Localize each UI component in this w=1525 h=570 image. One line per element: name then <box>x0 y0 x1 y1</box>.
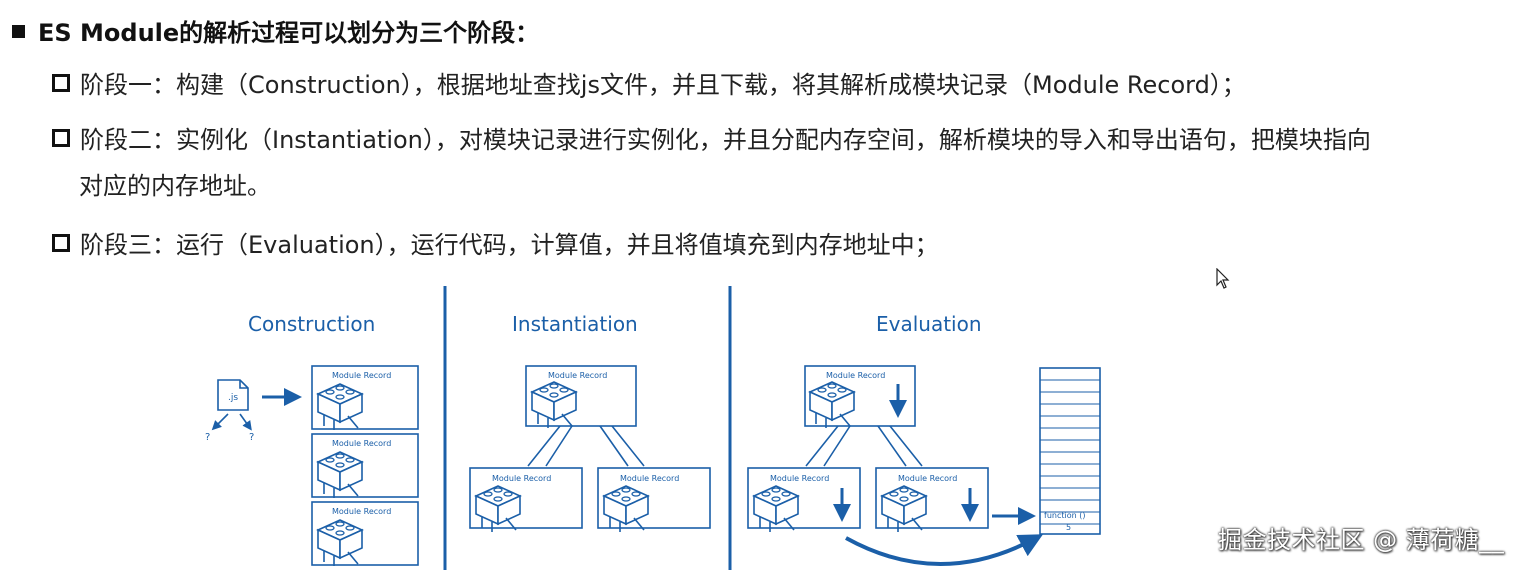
module-record-label: Module Record <box>826 371 885 380</box>
module-record-box: Module Record <box>525 365 637 429</box>
connector <box>805 425 851 467</box>
module-record-label: Module Record <box>620 474 679 483</box>
module-record-box: Module Record <box>804 365 916 429</box>
stage-text-continued: 对应的内存地址。 <box>79 172 271 200</box>
stage-text: 阶段三：运行（Evaluation），运行代码，计算值，并且将值填充到内存地址中… <box>80 231 939 259</box>
connector <box>599 425 645 467</box>
memory-cell-value: 5 <box>1066 523 1071 532</box>
module-record-box: Module Record <box>597 467 711 533</box>
connector <box>527 425 573 467</box>
module-record-label: Module Record <box>332 371 391 380</box>
evaluation-title: Evaluation <box>876 312 982 336</box>
construction-title: Construction <box>248 312 375 336</box>
question-mark: ? <box>249 432 254 443</box>
es-module-phases-diagram: Construction Instantiation Evaluation .j… <box>205 286 1101 570</box>
checkbox-bullet-icon <box>52 129 70 147</box>
write-arrow-icon <box>845 534 1044 566</box>
module-record-box: Module Record <box>311 365 419 431</box>
mouse-cursor-icon <box>1216 268 1230 289</box>
instantiation-title: Instantiation <box>512 312 638 336</box>
checkbox-bullet-icon <box>52 74 70 92</box>
module-record-box: Module Record <box>469 467 583 533</box>
js-file-icon: .js <box>217 379 249 411</box>
section-heading: ES Module的解析过程可以划分为三个阶段： <box>12 12 539 48</box>
checkbox-bullet-icon <box>52 234 70 252</box>
stage-text: 阶段二：实例化（Instantiation），对模块记录进行实例化，并且分配内存… <box>80 126 1371 154</box>
watermark: 掘金技术社区 @ 薄荷糖__ <box>1218 526 1505 554</box>
module-record-label: Module Record <box>332 507 391 516</box>
stage-text: 阶段一：构建（Construction），根据地址查找js文件，并且下载，将其解… <box>80 71 1246 99</box>
stage-item-evaluation: 阶段三：运行（Evaluation），运行代码，计算值，并且将值填充到内存地址中… <box>52 222 1512 268</box>
arrow-icon <box>211 413 229 431</box>
module-record-box: Module Record <box>875 467 989 533</box>
memory-cell-label: function () <box>1044 511 1085 520</box>
module-record-label: Module Record <box>492 474 551 483</box>
heading-text: ES Module的解析过程可以划分为三个阶段： <box>38 18 540 47</box>
square-bullet-icon <box>12 24 25 38</box>
stage-item-construction: 阶段一：构建（Construction），根据地址查找js文件，并且下载，将其解… <box>52 62 1512 108</box>
module-record-box: Module Record <box>311 433 419 499</box>
js-file-label: .js <box>228 393 238 403</box>
module-record-label: Module Record <box>898 474 957 483</box>
memory-stack: function () 5 <box>1039 367 1101 535</box>
module-record-box: Module Record <box>747 467 861 533</box>
arrow-icon <box>239 413 252 431</box>
module-record-label: Module Record <box>332 439 391 448</box>
module-record-label: Module Record <box>548 371 607 380</box>
connector <box>877 425 923 467</box>
module-record-label: Module Record <box>770 474 829 483</box>
module-record-box: Module Record <box>311 501 419 567</box>
stage-item-instantiation: 阶段二：实例化（Instantiation），对模块记录进行实例化，并且分配内存… <box>52 117 1512 209</box>
question-mark: ? <box>205 432 210 443</box>
